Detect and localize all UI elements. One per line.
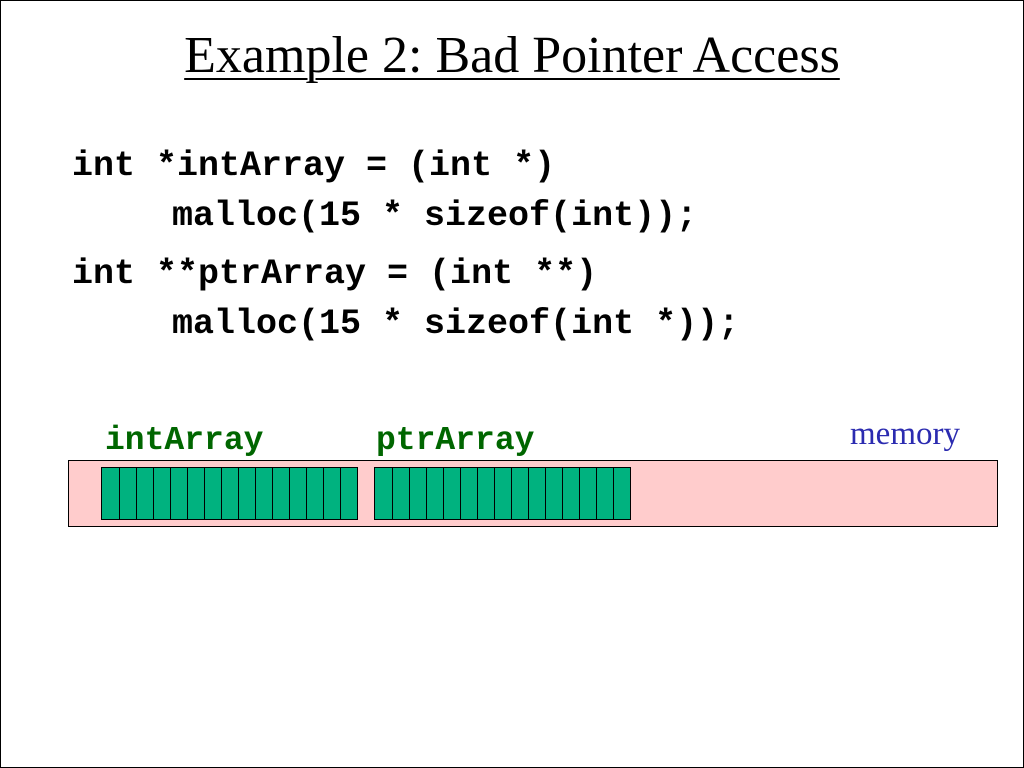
- slide-title-text: Example 2: Bad Pointer Access: [184, 27, 840, 84]
- intarray-cell: [238, 468, 255, 519]
- intarray-cell: [136, 468, 153, 519]
- ptrarray-cell: [460, 468, 477, 519]
- ptrarray-cell: [579, 468, 596, 519]
- intarray-cell: [289, 468, 306, 519]
- ptrarray-cell: [596, 468, 613, 519]
- intarray-label: intArray: [105, 422, 264, 459]
- ptrarray-cell: [375, 468, 392, 519]
- ptrarray-cell: [613, 468, 630, 519]
- ptrarray-cell: [477, 468, 494, 519]
- intarray-cell: [221, 468, 238, 519]
- intarray-cell: [102, 468, 119, 519]
- intarray-cell: [323, 468, 340, 519]
- intarray-cell: [119, 468, 136, 519]
- intarray-cell: [255, 468, 272, 519]
- ptrarray-cell: [426, 468, 443, 519]
- ptrarray-cell: [409, 468, 426, 519]
- slide-title: Example 2: Bad Pointer Access: [0, 26, 1024, 86]
- ptrarray-cell: [545, 468, 562, 519]
- ptrarray-cell: [443, 468, 460, 519]
- intarray-cell: [153, 468, 170, 519]
- memory-label: memory: [850, 416, 960, 452]
- intarray-cell: [187, 468, 204, 519]
- ptrarray-label: ptrArray: [376, 422, 535, 459]
- code-line-1b: malloc(15 * sizeof(int));: [172, 196, 698, 236]
- intarray-cell: [340, 468, 357, 519]
- ptrarray-cell: [392, 468, 409, 519]
- intarray-block: [101, 467, 358, 520]
- code-line-2b: malloc(15 * sizeof(int *));: [172, 304, 740, 344]
- ptrarray-block: [374, 467, 631, 520]
- intarray-cell: [272, 468, 289, 519]
- ptrarray-cell: [528, 468, 545, 519]
- code-block-intarray: int *intArray = (int *) malloc(15 * sizeo…: [72, 141, 697, 241]
- code-line-1a: int *intArray = (int *): [72, 146, 556, 186]
- intarray-cell: [170, 468, 187, 519]
- ptrarray-cell: [511, 468, 528, 519]
- intarray-cell: [204, 468, 221, 519]
- code-block-ptrarray: int **ptrArray = (int **) malloc(15 * siz…: [72, 249, 739, 349]
- code-line-2a: int **ptrArray = (int **): [72, 254, 598, 294]
- ptrarray-cell: [562, 468, 579, 519]
- ptrarray-cell: [494, 468, 511, 519]
- intarray-cell: [306, 468, 323, 519]
